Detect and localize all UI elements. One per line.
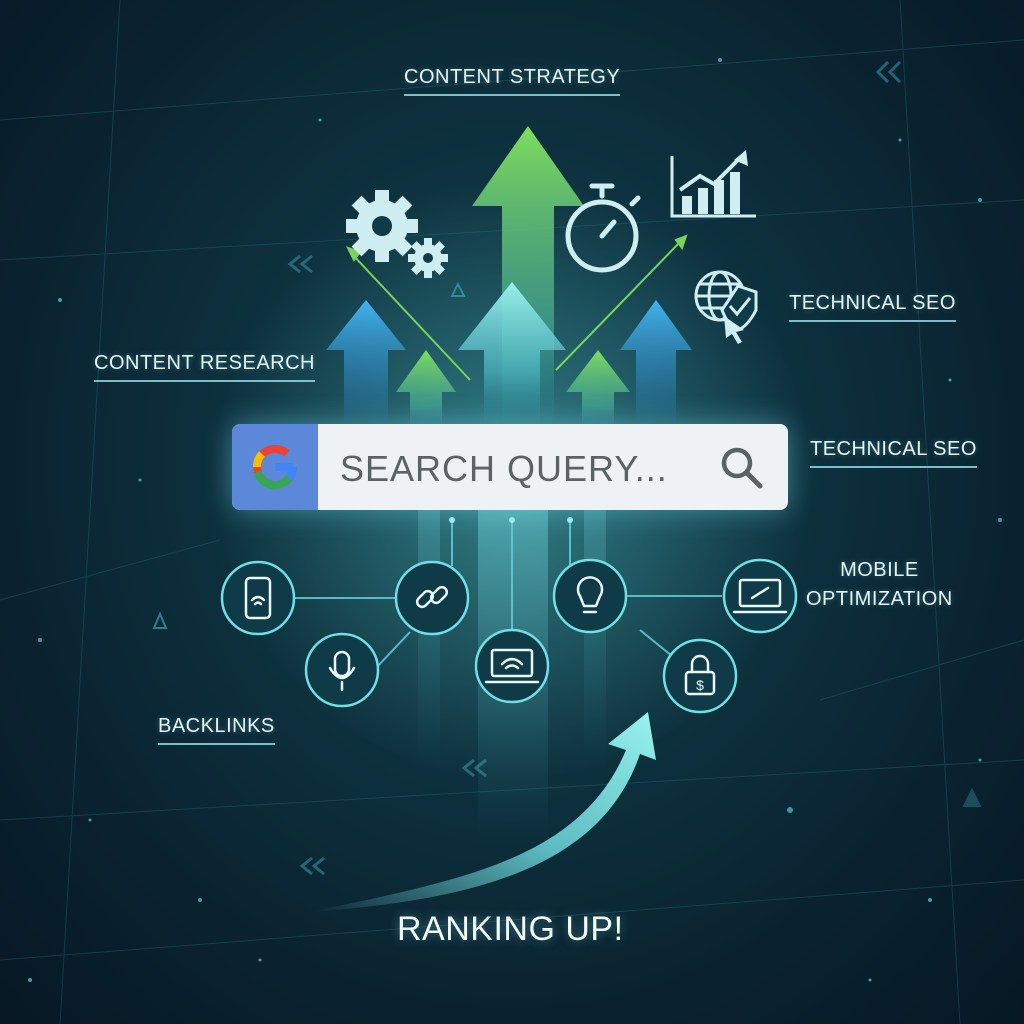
backlinks-label: BACKLINKS [158,715,275,745]
search-query-text[interactable]: SEARCH QUERY... [340,448,668,489]
laptop-link-icon [722,558,798,634]
mobile-optimization-label: MOBILE OPTIMIZATION [806,559,953,610]
technical-seo-label-bottom: TECHNICAL SEO [810,438,977,468]
lock-dollar-icon [662,638,738,714]
svg-text:$: $ [696,677,704,693]
search-bar[interactable]: SEARCH QUERY... [232,424,788,510]
globe-shield-icon [694,270,758,344]
stopwatch-icon [565,183,641,273]
ranking-up-label: RANKING UP! [397,910,624,948]
microphone-icon [304,632,380,708]
gears-icon [346,190,448,278]
technical-seo-label-top: TECHNICAL SEO [789,292,956,322]
content-research-label: CONTENT RESEARCH [94,352,315,382]
search-icon[interactable] [718,444,764,490]
google-g-icon [232,424,318,510]
content-strategy-label: CONTENT STRATEGY [404,66,621,96]
growth-arrows [326,126,692,430]
bar-chart-icon [670,150,756,218]
lightbulb-icon [552,558,628,634]
